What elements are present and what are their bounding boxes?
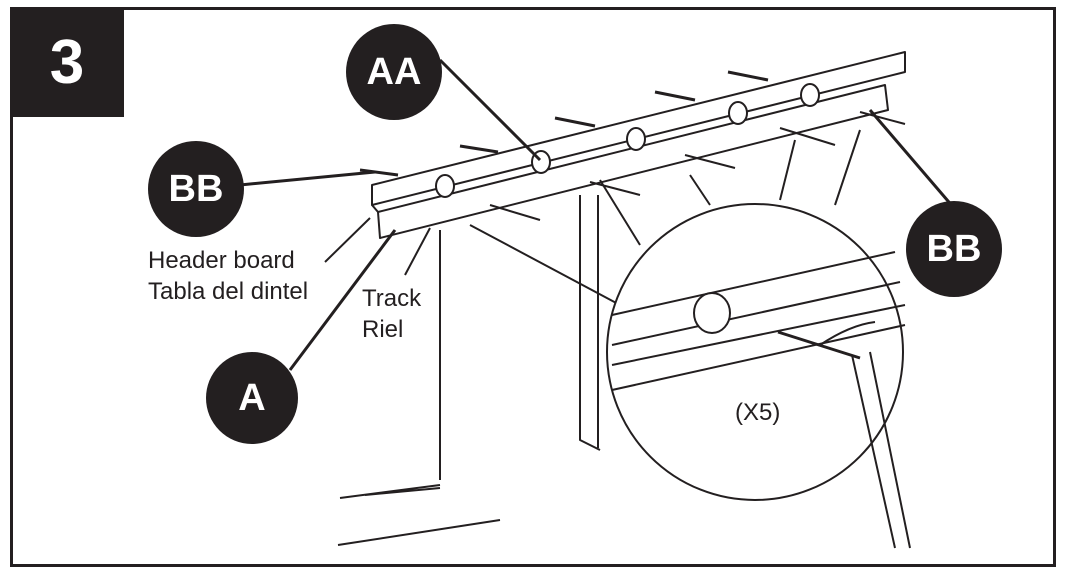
label-quantity: (X5) [735,399,781,426]
label-track-en: Track [362,285,422,312]
anchor-3 [626,127,646,151]
label-header-board-es: Tabla del dintel [148,278,309,305]
callout-a: A [206,352,298,444]
leader-track [404,227,431,276]
leader-bb-right [868,109,962,216]
anchor-group [435,83,820,198]
label-track-es: Riel [362,316,404,343]
callout-bb-right-label: BB [926,227,982,270]
detail-magnifier-circle [606,203,904,501]
lower-screw-1 [489,204,541,221]
upper-screw-3 [554,116,596,128]
detail-anchor [693,292,731,334]
upper-screw-5 [727,70,769,82]
leader-header-board [324,217,371,263]
lower-screw-4 [779,127,836,146]
rotation-arrow [819,321,876,346]
label-header-board-en: Header board [148,247,295,274]
leader-bb-left [239,170,376,187]
step-number: 3 [49,27,85,97]
floor-line [337,519,501,546]
lower-screw-5 [859,111,906,125]
leader-a [288,229,397,371]
leader-lines [239,58,962,371]
upper-screw-1 [359,168,399,177]
anchor-1 [435,174,455,198]
board-edge-line [371,204,379,213]
callout-bb-left-label: BB [168,167,224,210]
leader-aa [438,58,542,162]
zoom-lines [469,129,861,306]
wrench-handle [851,351,911,549]
lower-screw-3 [684,154,736,169]
lower-screw-group [489,111,906,221]
lower-screw-2 [589,181,641,196]
instruction-panel-frame [10,7,1056,567]
callout-aa-label: AA [366,50,422,93]
door-jamb-center-line [579,195,601,451]
anchor-5 [800,83,820,107]
callout-aa: AA [346,24,442,120]
upper-screw-2 [459,144,499,154]
detail-board-lines [611,251,906,391]
door-jamb-left-line [339,230,441,499]
upper-screw-4 [654,90,696,102]
detail-screw [777,330,861,360]
upper-screw-group [359,70,769,177]
step-number-badge: 3 [10,7,124,117]
callout-a-label: A [238,376,266,419]
track-shape [377,84,889,239]
callout-bb-left: BB [148,141,244,237]
anchor-4 [728,101,748,125]
callout-bb-right: BB [906,201,1002,297]
